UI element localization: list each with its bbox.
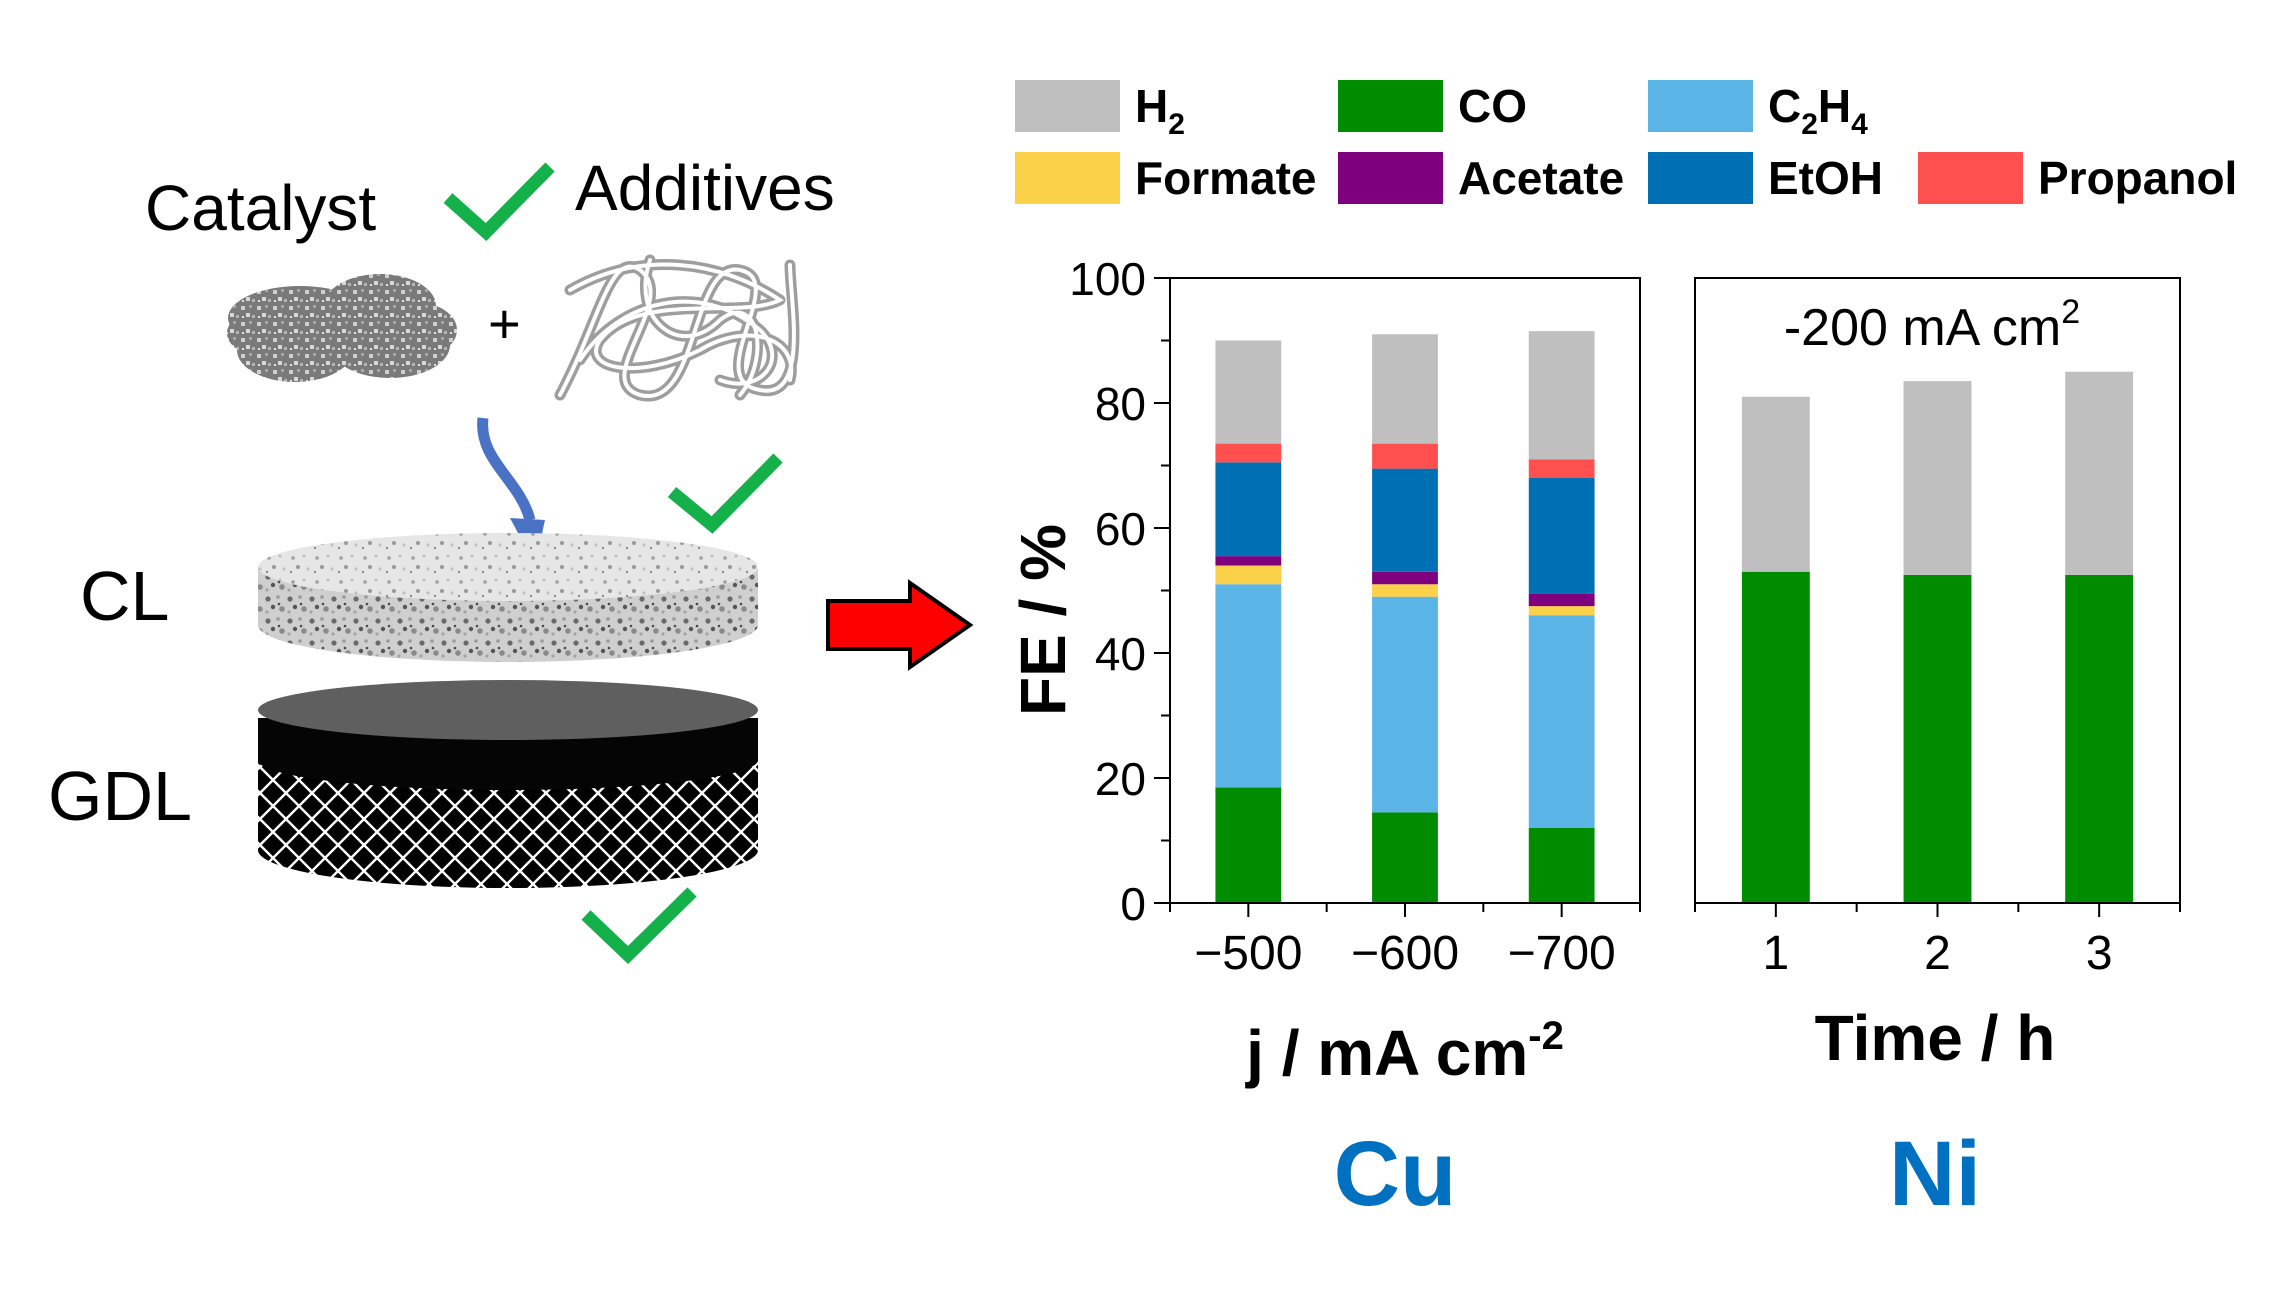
y-tick-label: 60	[1095, 503, 1146, 555]
legend-label-etoh: EtOH	[1768, 152, 1883, 204]
gdl-check-icon	[581, 887, 697, 965]
y-axis-label: FE / %	[1007, 524, 1079, 716]
legend-label-co: CO	[1458, 80, 1527, 132]
legend-swatch-co	[1338, 80, 1443, 132]
ni-annotation-sup: 2	[2061, 293, 2080, 331]
bar-c2h4-3	[1528, 615, 1595, 828]
plus-sign: +	[488, 292, 521, 355]
legend-swatch-c2h4	[1648, 80, 1753, 132]
bar-h2-2	[1372, 334, 1438, 444]
cl-label: CL	[80, 557, 169, 635]
electrode-schematic: Catalyst Additives +	[48, 152, 974, 965]
legend-swatch-h2	[1015, 80, 1120, 132]
ni-material-label: Ni	[1889, 1123, 1981, 1225]
bar-acetate-3	[1528, 593, 1595, 607]
bar-h2-1	[1741, 396, 1810, 572]
bar-h2-1	[1215, 340, 1282, 444]
legend-swatch-propanol	[1918, 152, 2023, 204]
y-tick-label: 0	[1120, 878, 1146, 930]
result-arrow-icon	[826, 579, 974, 671]
bar-co-2	[1903, 574, 1972, 903]
y-tick-label: 40	[1095, 628, 1146, 680]
y-tick-label: 80	[1095, 378, 1146, 430]
y-tick-label: 20	[1095, 753, 1146, 805]
x-tick-label: −600	[1351, 927, 1459, 980]
y-tick-label: 100	[1069, 253, 1146, 305]
cu-x-axis-label-sup: -2	[1528, 1014, 1564, 1058]
bar-formate-1	[1215, 565, 1282, 585]
x-tick-label: 1	[1762, 927, 1789, 980]
cl-check-icon	[667, 453, 783, 534]
cu-chart: 0 20 40 60 80 100 −500 −600 −700	[1069, 253, 1641, 980]
bar-etoh-3	[1528, 478, 1595, 594]
ni-annotation-text: -200 mA cm	[1784, 299, 2061, 357]
legend-swatch-acetate	[1338, 152, 1443, 204]
bar-h2-3	[2065, 371, 2134, 575]
legend-label-c2h4: C2H4	[1768, 80, 1868, 141]
legend-label-propanol: Propanol	[2038, 152, 2237, 204]
gdl-label: GDL	[48, 757, 192, 835]
x-tick-label: −500	[1194, 927, 1302, 980]
bar-co-1	[1741, 571, 1810, 903]
bar-co-1	[1215, 787, 1282, 903]
catalyst-cloud-icon	[227, 274, 457, 382]
legend-label-acetate: Acetate	[1458, 152, 1624, 204]
bar-propanol-1	[1215, 443, 1282, 463]
cu-material-label: Cu	[1334, 1123, 1457, 1225]
additive-fiber-inner	[558, 258, 796, 398]
bar-co-3	[1528, 828, 1595, 903]
bar-h2-2	[1903, 381, 1972, 575]
gas-diffusion-layer-disk	[258, 680, 758, 888]
x-tick-label: 3	[2086, 927, 2113, 980]
catalyst-layer-disk	[258, 533, 758, 662]
legend-label-formate: Formate	[1135, 152, 1316, 204]
bar-propanol-3	[1528, 459, 1595, 478]
cu-x-axis-label: j / mA cm-2	[1245, 1014, 1564, 1089]
ni-x-axis-label: Time / h	[1815, 1002, 2056, 1074]
x-tick-label: 2	[1924, 927, 1951, 980]
bar-etoh-2	[1372, 468, 1438, 572]
bar-co-3	[2065, 574, 2134, 903]
bar-acetate-1	[1215, 556, 1282, 566]
ni-annotation: -200 mA cm2	[1784, 293, 2080, 357]
additives-label: Additives	[575, 152, 835, 224]
bar-h2-3	[1528, 331, 1595, 460]
catalyst-check-icon	[443, 162, 555, 241]
bar-propanol-2	[1372, 443, 1438, 469]
bar-acetate-2	[1372, 571, 1438, 585]
bar-formate-2	[1372, 584, 1438, 597]
legend-label-h2: H2	[1135, 80, 1185, 141]
bar-formate-3	[1528, 606, 1595, 616]
ni-chart: 1 2 3	[1694, 277, 2181, 980]
bar-etoh-1	[1215, 462, 1282, 557]
bar-c2h4-1	[1215, 584, 1282, 788]
x-tick-label: −700	[1508, 927, 1616, 980]
bar-c2h4-2	[1372, 596, 1438, 813]
legend-swatch-etoh	[1648, 152, 1753, 204]
legend-swatch-formate	[1015, 152, 1120, 204]
cu-x-axis-label-text: j / mA cm	[1245, 1017, 1528, 1089]
bar-co-2	[1372, 812, 1438, 903]
catalyst-label: Catalyst	[145, 172, 376, 244]
